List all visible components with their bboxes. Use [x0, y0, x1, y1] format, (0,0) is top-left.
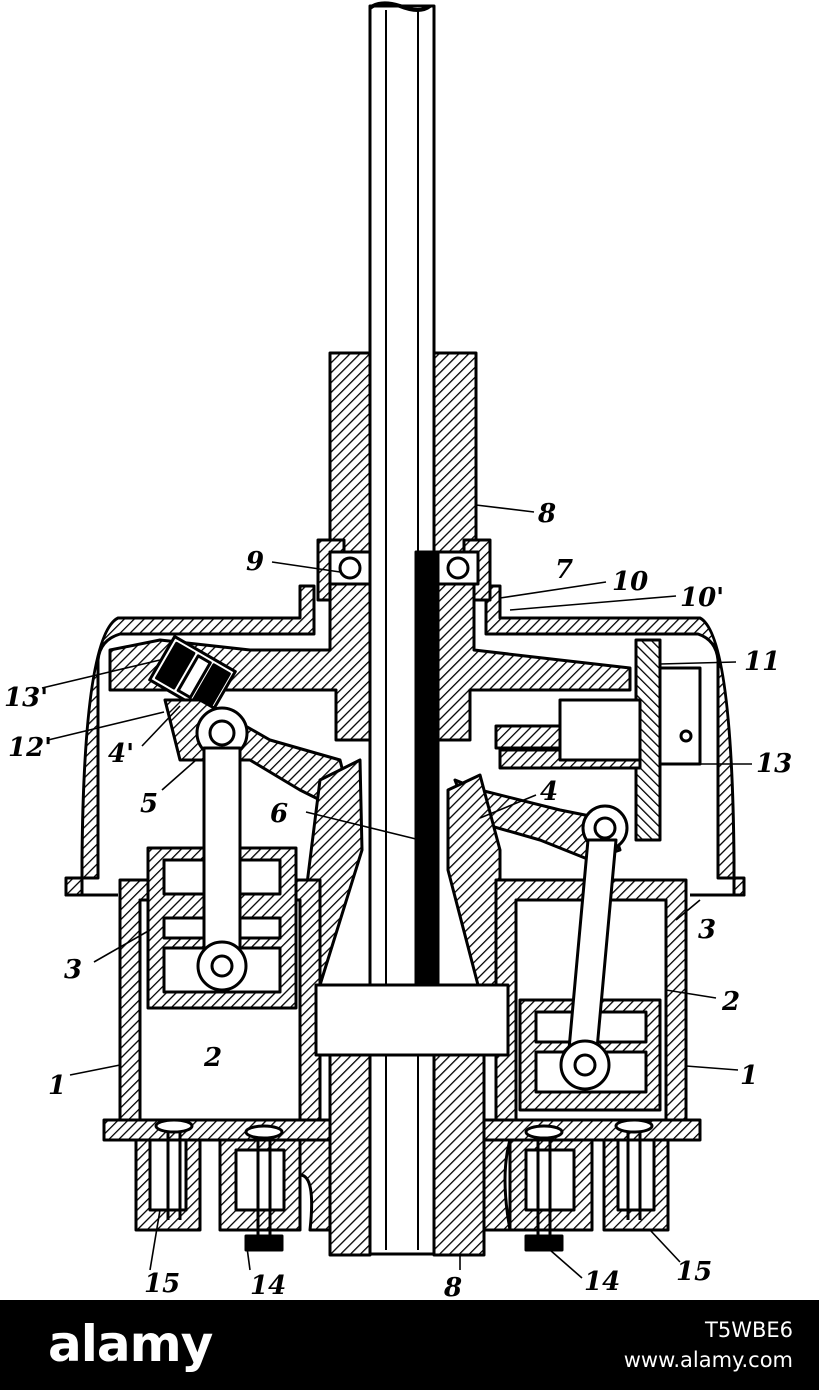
label-10: 10: [612, 567, 648, 597]
image-id: T5WBE6: [705, 1318, 793, 1342]
label-15-right: 15: [676, 1257, 712, 1287]
alamy-logo: alamy: [48, 1315, 213, 1373]
label-8-top: 8: [537, 499, 556, 529]
label-2-left: 2: [203, 1043, 222, 1073]
label-15-left: 15: [144, 1269, 180, 1299]
site-url: www.alamy.com: [623, 1348, 793, 1372]
label-14-left: 14: [250, 1271, 286, 1300]
mechanism-cross-section-drawing: 8 9 7 10 10' 11 13' 12' 4' 13 5 6 4 3 3 …: [4, 1, 792, 1300]
label-1-right: 1: [740, 1061, 758, 1091]
lower-sleeve-left: [328, 1053, 372, 1257]
upper-sleeve-right: [432, 351, 478, 555]
upper-sleeve-left: [328, 351, 374, 555]
label-11: 11: [744, 647, 780, 677]
label-3-right: 3: [698, 915, 716, 945]
label-5: 5: [140, 789, 158, 819]
label-8-bottom: 8: [443, 1273, 462, 1300]
watermark-footer: alamy T5WBE6 www.alamy.com: [0, 1300, 819, 1390]
base-plate: [102, 1118, 332, 1142]
label-2-right: 2: [721, 987, 740, 1017]
label-6: 6: [270, 799, 288, 829]
label-12-prime: 12': [8, 733, 52, 763]
left-connecting-rod: [202, 746, 242, 960]
label-10-prime: 10': [680, 583, 724, 613]
swash-hub-right: [436, 582, 632, 742]
label-1-left: 1: [48, 1071, 66, 1101]
casing-cover: [64, 584, 316, 897]
label-14-right: 14: [584, 1267, 620, 1297]
label-4-prime: 4': [108, 739, 134, 769]
label-9: 9: [246, 547, 264, 577]
label-7: 7: [555, 555, 573, 585]
left-upper-bearing: [148, 635, 237, 717]
label-4: 4: [540, 777, 558, 807]
label-3-left: 3: [64, 955, 82, 985]
swash-hub: [108, 582, 372, 742]
lower-sleeve-right: [432, 1053, 486, 1257]
label-13-prime: 13': [4, 683, 48, 713]
shaft-core-dark: [414, 550, 440, 1054]
label-13: 13: [756, 749, 792, 779]
